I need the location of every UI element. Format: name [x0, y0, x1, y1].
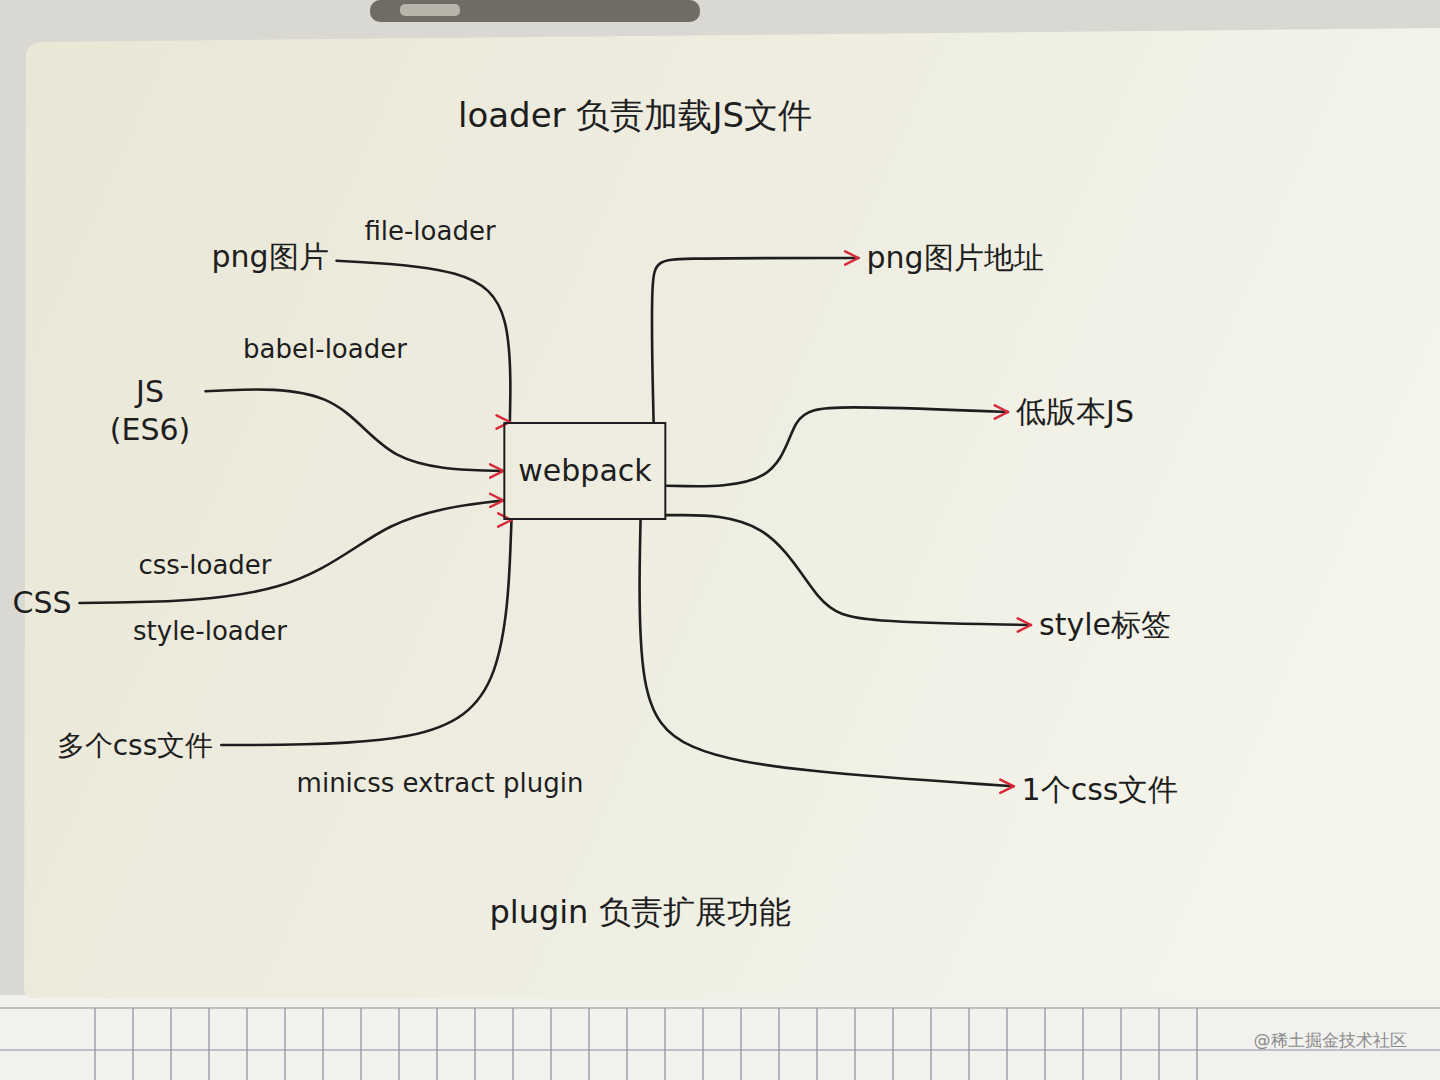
- loader-name: style-loader: [133, 616, 287, 647]
- process-box: webpack: [503, 422, 666, 520]
- connector-arrow: [667, 515, 1031, 625]
- diagram-caption: plugin 负责扩展功能: [489, 893, 790, 931]
- connector-arrow: [652, 258, 858, 422]
- node-text: 多个css文件: [57, 728, 214, 763]
- terminal-text: png图片: [211, 238, 328, 276]
- node-text: 低版本JS: [1016, 393, 1134, 431]
- connector-arrow: [667, 407, 1008, 486]
- terminal-text: 1个css文件: [1022, 771, 1179, 809]
- terminal-text: 多个css文件: [57, 728, 214, 763]
- connector-arrow: [80, 500, 504, 603]
- edge-label: babel-loader: [243, 334, 407, 365]
- terminal-text: CSS: [12, 584, 71, 622]
- pen-clip: [400, 4, 460, 16]
- node-text: JS (ES6): [103, 373, 198, 448]
- terminal-text: 低版本JS: [1016, 393, 1134, 431]
- diagram-title: loader 负责加载JS文件: [458, 95, 812, 136]
- terminal-text: style标签: [1039, 606, 1171, 644]
- terminal-text: JS (ES6): [103, 373, 198, 448]
- connector-arrow: [206, 389, 504, 471]
- node-text: webpack: [518, 452, 651, 490]
- terminal-text: png图片地址: [866, 239, 1043, 277]
- edge-label: css-loader: [138, 550, 271, 581]
- notebook-page: [24, 28, 1440, 1000]
- node-text: 1个css文件: [1022, 771, 1179, 809]
- watermark: @稀土掘金技术社区: [1254, 1030, 1407, 1050]
- grid-lines: [0, 1008, 1440, 1080]
- grid-paper: [0, 995, 1440, 1080]
- node-text: CSS: [12, 584, 71, 622]
- connector-arrow: [639, 520, 1013, 786]
- edge-label: file-loader: [364, 216, 495, 247]
- node-text: png图片: [211, 238, 328, 276]
- edge-label: minicss extract plugin: [297, 768, 584, 799]
- node-text: style标签: [1039, 606, 1171, 644]
- pen: [370, 0, 700, 22]
- node-text: png图片地址: [866, 239, 1043, 277]
